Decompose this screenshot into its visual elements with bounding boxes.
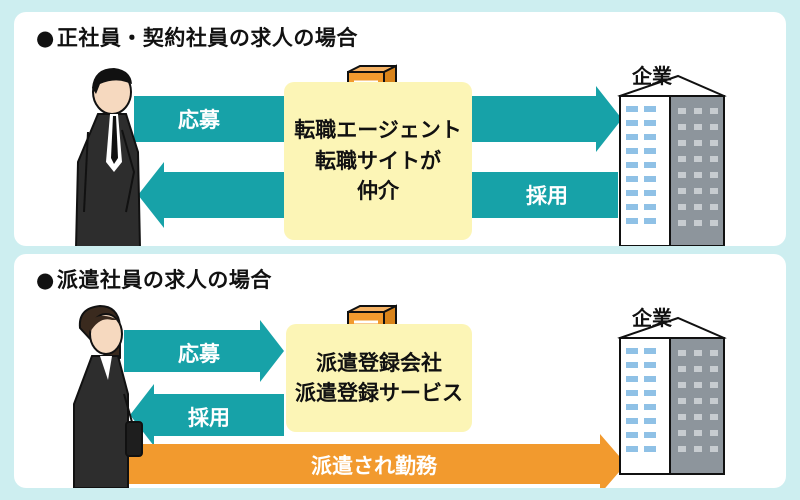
- bullet-icon: ●: [36, 26, 55, 50]
- section-title-text: 派遣社員の求人の場合: [56, 268, 272, 292]
- section-title: ●正社員・契約社員の求人の場合: [36, 22, 358, 52]
- company-building-icon: [617, 316, 727, 475]
- company-label: 企業: [632, 64, 672, 88]
- agency-line-1: 派遣登録会社: [316, 350, 442, 375]
- bullet-icon: ●: [36, 268, 55, 292]
- apply-label: 応募: [178, 108, 220, 132]
- hire-label: 採用: [188, 406, 230, 430]
- agency-line-2: 派遣登録サービス: [295, 381, 463, 405]
- agency-box: 転職エージェント 転職サイトが 仲介: [284, 82, 472, 240]
- businessman-icon: [75, 68, 141, 246]
- agency-line-3: 仲介: [357, 179, 399, 204]
- hire-arrow: [130, 384, 284, 446]
- section-title-text: 正社員・契約社員の求人の場合: [56, 26, 358, 50]
- apply-label: 応募: [178, 342, 220, 366]
- dispatch-arrow: [124, 434, 626, 488]
- agency-line-2: 転職サイトが: [315, 148, 441, 173]
- businesswoman-icon: [73, 304, 143, 488]
- agency-box: 派遣登録会社 派遣登録サービス: [286, 324, 472, 432]
- diagram-graphics: [73, 304, 727, 488]
- section-title: ●派遣社員の求人の場合: [36, 264, 272, 294]
- company-label: 企業: [632, 306, 672, 330]
- panel-dispatch: ●派遣社員の求人の場合: [14, 254, 786, 488]
- company-building-icon: [617, 74, 727, 246]
- agency-line-1: 転職エージェント: [294, 118, 462, 143]
- apply-arrow: [124, 320, 284, 382]
- hire-label: 採用: [526, 184, 568, 208]
- dispatch-label: 派遣され勤務: [311, 454, 437, 478]
- panel-fulltime: ●正社員・契約社員の求人の場合: [14, 12, 786, 246]
